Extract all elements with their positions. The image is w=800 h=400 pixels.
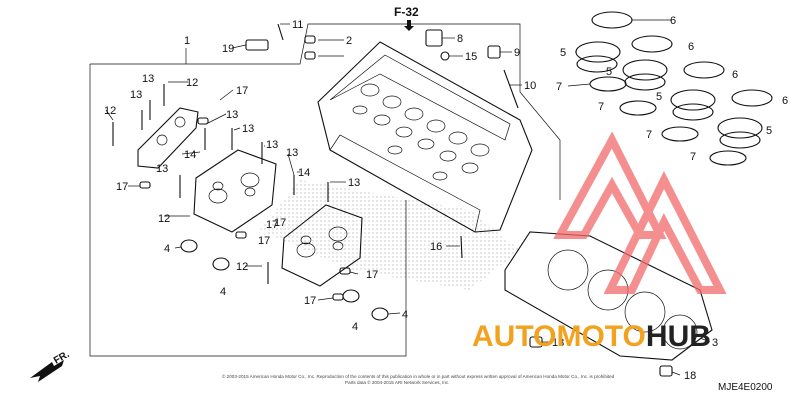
callout-5: 5 bbox=[656, 91, 662, 103]
callout-6: 6 bbox=[732, 69, 738, 81]
callout-6: 6 bbox=[688, 41, 694, 53]
callout-11: 11 bbox=[292, 19, 303, 31]
callout-labels: 1 2 3 4 4 4 4 5 5 5 5 6 6 6 6 7 7 7 7 8 … bbox=[104, 15, 788, 382]
callout-17: 17 bbox=[366, 269, 378, 281]
assembly-outline bbox=[89, 23, 561, 357]
bolts bbox=[112, 23, 519, 284]
callout-2: 2 bbox=[346, 35, 352, 47]
watermark-logo bbox=[553, 131, 727, 294]
dotted-background bbox=[260, 180, 520, 290]
callout-13: 13 bbox=[348, 177, 360, 189]
callout-13: 13 bbox=[286, 147, 298, 159]
callout-9: 9 bbox=[514, 47, 520, 59]
head-gasket bbox=[504, 231, 713, 361]
callout-4: 4 bbox=[402, 309, 408, 321]
callout-17: 17 bbox=[116, 181, 128, 193]
callout-1: 1 bbox=[184, 35, 190, 47]
reference-label: F-32 bbox=[394, 5, 419, 19]
callout-13: 13 bbox=[142, 73, 154, 85]
callout-6: 6 bbox=[782, 95, 788, 107]
callout-4: 4 bbox=[220, 286, 226, 298]
callout-17: 17 bbox=[236, 85, 248, 97]
callout-19: 19 bbox=[222, 43, 234, 55]
callout-13: 13 bbox=[226, 109, 238, 121]
callout-7: 7 bbox=[646, 129, 652, 141]
callout-10: 10 bbox=[524, 80, 536, 92]
copyright-line-2: Parts data © 2004-2015 ARI Network Servi… bbox=[345, 379, 450, 385]
callout-5: 5 bbox=[560, 47, 566, 59]
callout-7: 7 bbox=[690, 151, 696, 163]
callout-13: 13 bbox=[156, 163, 168, 175]
callout-5: 5 bbox=[606, 66, 612, 78]
copyright-line-1: © 2003-2015 American Honda Motor Co., In… bbox=[222, 373, 615, 379]
callout-17: 17 bbox=[304, 295, 316, 307]
callout-12: 12 bbox=[186, 77, 198, 89]
callout-17: 17 bbox=[274, 217, 286, 229]
callout-14: 14 bbox=[184, 149, 196, 161]
cam-holder-left bbox=[193, 149, 277, 233]
callout-16: 16 bbox=[430, 241, 442, 253]
callout-6: 6 bbox=[670, 15, 676, 27]
callout-17: 17 bbox=[266, 219, 278, 231]
callout-13: 13 bbox=[266, 139, 278, 151]
intake-insulators bbox=[575, 11, 773, 166]
callout-4: 4 bbox=[352, 321, 358, 333]
leader-lines bbox=[105, 19, 711, 376]
front-arrow-icon bbox=[30, 360, 64, 382]
callout-13: 13 bbox=[242, 123, 254, 135]
callout-18: 18 bbox=[552, 337, 564, 349]
watermark-text: AUTOMOTOHUB bbox=[472, 320, 711, 353]
reference-arrow-icon bbox=[404, 20, 414, 31]
callout-7: 7 bbox=[598, 101, 604, 113]
callout-17: 17 bbox=[258, 235, 270, 247]
cylinder-head bbox=[317, 41, 533, 233]
callout-18: 18 bbox=[684, 370, 696, 382]
cam-holder-upper bbox=[137, 107, 199, 169]
callout-15: 15 bbox=[465, 51, 477, 63]
callout-14: 14 bbox=[298, 167, 310, 179]
callout-8: 8 bbox=[457, 33, 463, 45]
cam-holder-right bbox=[281, 204, 363, 287]
callout-4: 4 bbox=[164, 243, 170, 255]
callout-12: 12 bbox=[236, 261, 248, 273]
callout-7: 7 bbox=[556, 81, 562, 93]
diagram-code: MJE4E0200 bbox=[718, 382, 773, 393]
callout-3: 3 bbox=[712, 337, 718, 349]
callout-5: 5 bbox=[766, 125, 772, 137]
direction-label: FR. bbox=[52, 349, 72, 367]
callout-12: 12 bbox=[158, 213, 170, 225]
callout-13: 13 bbox=[130, 89, 142, 101]
valve-ports bbox=[352, 83, 490, 181]
callout-12: 12 bbox=[104, 105, 116, 117]
